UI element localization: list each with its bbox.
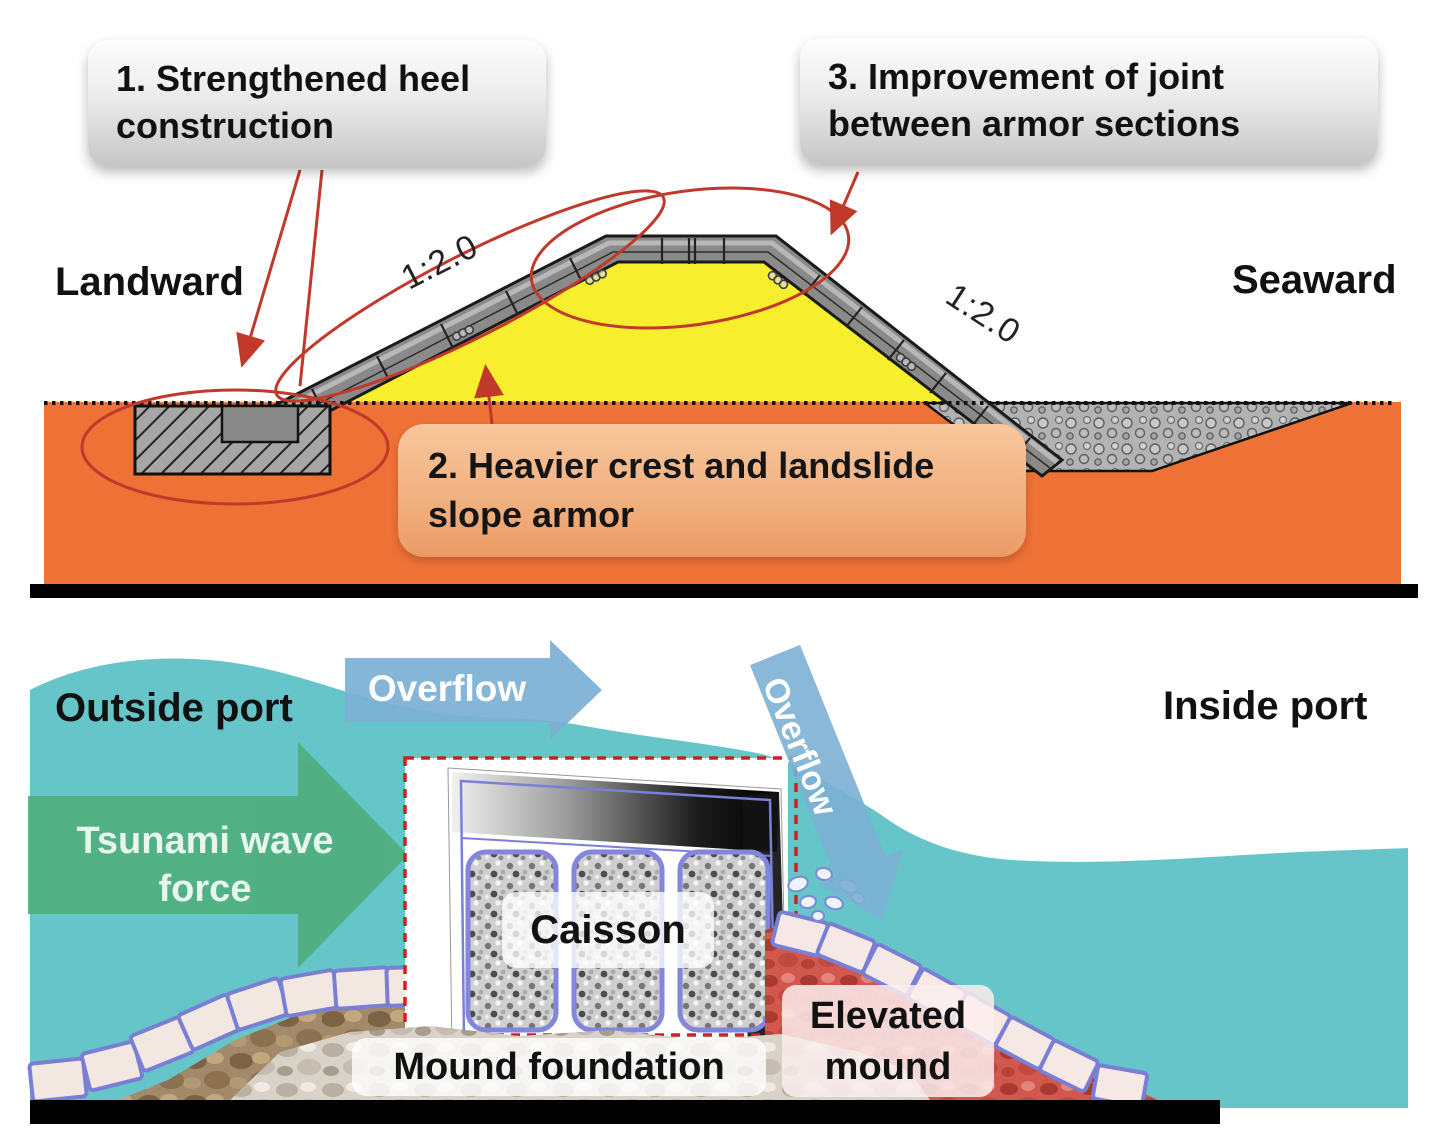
- armor-coil-marks: [451, 269, 917, 372]
- overflow-arrow-diagonal: [749, 644, 904, 921]
- inside-port-label: Inside port: [1163, 684, 1368, 728]
- overflow-top-label: Overflow: [367, 668, 527, 709]
- caisson-cap: [452, 772, 779, 852]
- callout-line: 3. Improvement of joint: [828, 56, 1225, 97]
- outside-port-label: Outside port: [55, 686, 293, 730]
- callout-line: between armor sections: [828, 102, 1241, 144]
- callout-joint-improvement: 3. Improvement of joint between armor se…: [800, 38, 1378, 164]
- callout1-arrow: [236, 169, 302, 368]
- callout-line: slope armor: [428, 493, 635, 535]
- overflow-arrow-horizontal: [345, 640, 602, 740]
- top-baseline-bar: [30, 584, 1418, 598]
- tsunami-wave-force-label: Tsunami wave force: [40, 818, 370, 913]
- tsunami-wave-arrow: [28, 742, 408, 968]
- tsunami-line: force: [158, 867, 252, 910]
- callout-line: 1. Strengthened heel: [116, 58, 471, 99]
- callout-line: construction: [116, 104, 335, 146]
- caisson-label: Caisson: [502, 892, 714, 968]
- callout2-arrow: [474, 364, 504, 425]
- elevated-line: Elevated: [809, 995, 967, 1037]
- elevated-armor-blocks: [770, 910, 1149, 1109]
- landward-slope-highlight-ellipse: [274, 189, 666, 403]
- callout-strengthened-heel: 1. Strengthened heel construction: [88, 40, 546, 166]
- callout3-arrow: [829, 171, 860, 236]
- seaward-label: Seaward: [1232, 258, 1397, 302]
- elevated-mound-label: Elevated mound: [782, 985, 994, 1097]
- callout1-leader-line: [298, 169, 324, 387]
- tsunami-line: Tsunami wave: [76, 820, 334, 862]
- crest-joint-highlight-ellipse: [529, 186, 851, 330]
- heel-armor-end: [220, 404, 300, 444]
- callout-heavier-armor: 2. Heavier crest and landslide slope arm…: [398, 424, 1026, 558]
- breakwater-overflow-diagram: [27, 640, 1408, 1124]
- elevated-line: mound: [824, 1046, 952, 1089]
- callout-line: 2. Heavier crest and landslide: [428, 445, 935, 486]
- red-annotations: [80, 169, 860, 506]
- mound-foundation-label: Mound foundation: [352, 1038, 766, 1096]
- caisson-dashed-outline: [403, 756, 798, 1037]
- armor-top-facet: [248, 240, 1059, 464]
- landward-label: Landward: [55, 260, 244, 304]
- heel-highlight-ellipse: [80, 388, 390, 506]
- bottom-baseline-bar: [30, 1100, 1220, 1124]
